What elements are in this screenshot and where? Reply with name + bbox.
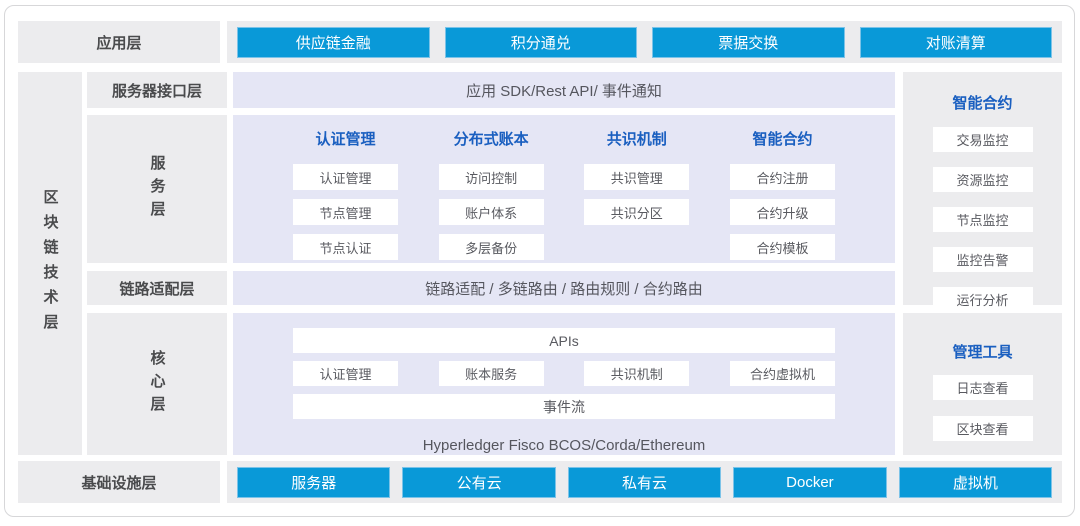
service-item: 合约模板	[729, 234, 835, 260]
service-item: 共识管理	[584, 164, 690, 190]
service-item: 多层备份	[438, 234, 544, 260]
application-button-strip: 供应链金融 积分通兑 票据交换 对账清算	[227, 21, 1062, 63]
panel-item: 交易监控	[932, 127, 1033, 152]
service-layer-label-text: 服务层	[148, 154, 166, 224]
infra-button-server[interactable]: 服务器	[237, 466, 391, 498]
apis-bar: APIs	[293, 328, 835, 353]
service-item: 认证管理	[293, 164, 398, 190]
panel-item: 日志查看	[932, 375, 1033, 400]
platforms-text: Hyperledger Fisco BCOS/Corda/Ethereum	[422, 437, 706, 454]
panel-item: 监控告警	[932, 247, 1033, 272]
panel-item: 节点监控	[932, 207, 1033, 232]
service-item: 共识分区	[584, 199, 690, 225]
blockchain-layer-label-box: 区块链技术层	[18, 72, 82, 455]
service-item: 节点认证	[293, 234, 398, 260]
core-module: 认证管理	[293, 361, 398, 386]
app-button-reconciliation[interactable]: 对账清算	[859, 26, 1052, 58]
service-layer-label: 服务层	[87, 115, 227, 263]
core-layer-label-text: 核心层	[148, 349, 166, 419]
sublayer-labels-column: 服务器接口层 服务层 链路适配层 核心层	[87, 72, 227, 455]
infrastructure-button-strip: 服务器 公有云 私有云 Docker 虚拟机	[227, 461, 1062, 503]
service-item: 节点管理	[293, 199, 398, 225]
infra-button-docker[interactable]: Docker	[733, 466, 887, 498]
management-tools-panel: 管理工具 日志查看 区块查看	[903, 313, 1062, 455]
panel-item: 资源监控	[932, 167, 1033, 192]
application-layer-row: 应用层 供应链金融 积分通兑 票据交换 对账清算	[18, 21, 1062, 63]
service-column-ledger: 分布式账本 访问控制 账户体系 多层备份	[438, 128, 544, 263]
interface-layer-label: 服务器接口层	[87, 72, 227, 108]
smart-contract-panel-header: 智能合约	[952, 95, 1013, 112]
core-module: 账本服务	[438, 361, 544, 386]
infra-button-vm[interactable]: 虚拟机	[898, 466, 1053, 498]
core-layer-box: APIs 认证管理 账本服务 共识机制 合约虚拟机 事件流 Hyperledge…	[233, 313, 895, 455]
infra-button-private-cloud[interactable]: 私有云	[567, 466, 722, 498]
infrastructure-layer-label: 基础设施层	[18, 461, 220, 503]
blockchain-layer-block: 区块链技术层 服务器接口层 服务层 链路适配层 核心层 应用 SDK/Rest …	[18, 72, 1062, 455]
infrastructure-layer-row: 基础设施层 服务器 公有云 私有云 Docker 虚拟机	[18, 461, 1062, 503]
core-layer-label: 核心层	[87, 313, 227, 455]
app-button-supply-chain-finance[interactable]: 供应链金融	[237, 26, 430, 58]
service-layer-box: 认证管理 认证管理 节点管理 节点认证 分布式账本 访问控制 账户体系 多层备份…	[233, 115, 895, 263]
application-layer-label: 应用层	[18, 21, 220, 63]
smart-contract-panel: 智能合约 交易监控 资源监控 节点监控 监控告警 运行分析	[903, 72, 1062, 312]
app-button-points-exchange[interactable]: 积分通兑	[444, 26, 637, 58]
service-item: 合约升级	[729, 199, 835, 225]
service-column-header: 共识机制	[606, 131, 667, 148]
service-item: 账户体系	[438, 199, 544, 225]
infra-button-public-cloud[interactable]: 公有云	[402, 466, 556, 498]
right-panels-column: 智能合约 交易监控 资源监控 节点监控 监控告警 运行分析 管理工具 日志查看 …	[903, 72, 1062, 455]
core-module: 合约虚拟机	[729, 361, 835, 386]
panel-item: 区块查看	[932, 416, 1033, 441]
service-column-header: 智能合约	[752, 131, 813, 148]
service-column-header: 认证管理	[315, 131, 376, 148]
link-adapt-band: 链路适配 / 多链路由 / 路由规则 / 合约路由	[233, 271, 895, 305]
service-column-consensus: 共识机制 共识管理 共识分区	[584, 128, 690, 263]
service-column-smart-contract: 智能合约 合约注册 合约升级 合约模板	[729, 128, 835, 263]
core-modules-row: 认证管理 账本服务 共识机制 合约虚拟机	[293, 361, 835, 386]
link-layer-label: 链路适配层	[87, 271, 227, 305]
service-column-header: 分布式账本	[453, 131, 529, 148]
blockchain-layer-label: 区块链技术层	[41, 188, 59, 339]
architecture-diagram: 应用层 供应链金融 积分通兑 票据交换 对账清算 区块链技术层 服务器接口层 服…	[4, 5, 1075, 517]
service-column-auth: 认证管理 认证管理 节点管理 节点认证	[293, 128, 398, 263]
app-button-bill-exchange[interactable]: 票据交换	[652, 26, 845, 58]
core-module: 共识机制	[584, 361, 690, 386]
sdk-api-band: 应用 SDK/Rest API/ 事件通知	[233, 72, 895, 108]
event-stream-bar: 事件流	[293, 394, 835, 419]
service-item: 访问控制	[438, 164, 544, 190]
blockchain-content-column: 应用 SDK/Rest API/ 事件通知 认证管理 认证管理 节点管理 节点认…	[233, 72, 895, 455]
management-tools-header: 管理工具	[952, 344, 1013, 361]
service-item: 合约注册	[729, 164, 835, 190]
panel-item: 运行分析	[932, 287, 1033, 312]
